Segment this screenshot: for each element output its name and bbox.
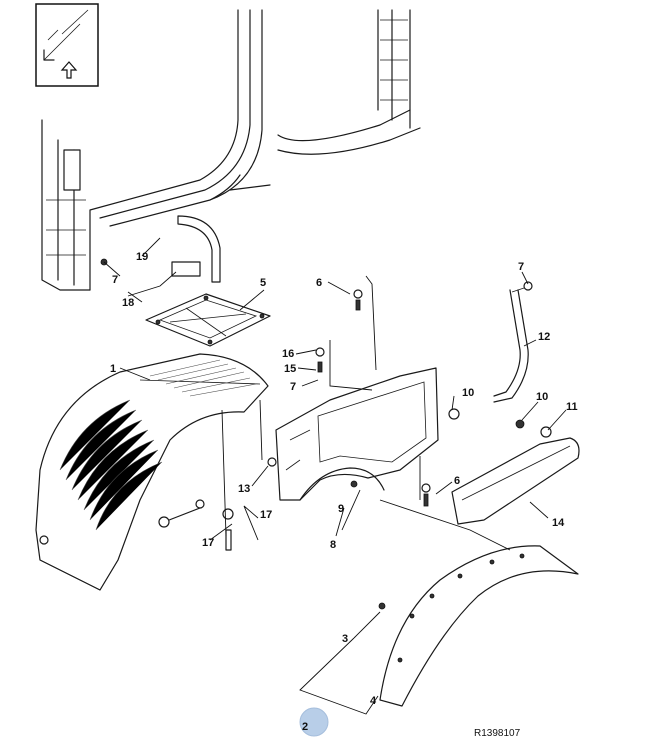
inner-wheel-liner	[275, 367, 439, 501]
callout-15: 15	[284, 363, 296, 375]
cab-frame	[41, 9, 421, 291]
leader-lines	[103, 237, 567, 715]
callout-6: 6	[316, 277, 322, 289]
callout-18: 18	[122, 297, 134, 309]
callout-labels: 19 7 18 5 6 7 12 16 15 7 1 10 10 11 13 6…	[110, 251, 578, 739]
callout-1: 1	[110, 363, 116, 375]
callout-13: 13	[238, 483, 250, 495]
tube-bracket	[171, 215, 221, 283]
reference-code: R1398107	[474, 728, 521, 739]
callout-17: 17	[202, 537, 214, 549]
callout-highlight	[299, 707, 329, 737]
callout-6: 6	[454, 475, 460, 487]
rear-mudguard	[35, 353, 269, 591]
callout-11: 11	[566, 401, 578, 413]
mounting-plate	[145, 293, 271, 347]
callout-7: 7	[518, 261, 524, 273]
stay-rod	[493, 285, 531, 403]
callout-7: 7	[290, 381, 296, 393]
callout-3: 3	[342, 633, 348, 645]
callout-8: 8	[330, 539, 336, 551]
callout-4: 4	[370, 695, 377, 707]
callout-10: 10	[462, 387, 474, 399]
callout-9: 9	[338, 503, 344, 515]
callout-14: 14	[552, 517, 565, 529]
fasteners	[100, 258, 552, 551]
side-trim-panel	[451, 437, 580, 525]
callout-16: 16	[282, 348, 294, 360]
callout-7: 7	[112, 274, 118, 286]
callout-12: 12	[538, 331, 550, 343]
wheel-arch-extension	[378, 545, 579, 707]
callout-10: 10	[536, 391, 548, 403]
callout-17: 17	[260, 509, 272, 521]
callout-5: 5	[260, 277, 266, 289]
callout-19: 19	[136, 251, 148, 263]
direction-arrow-icon	[35, 3, 99, 87]
callout-2: 2	[302, 721, 308, 733]
